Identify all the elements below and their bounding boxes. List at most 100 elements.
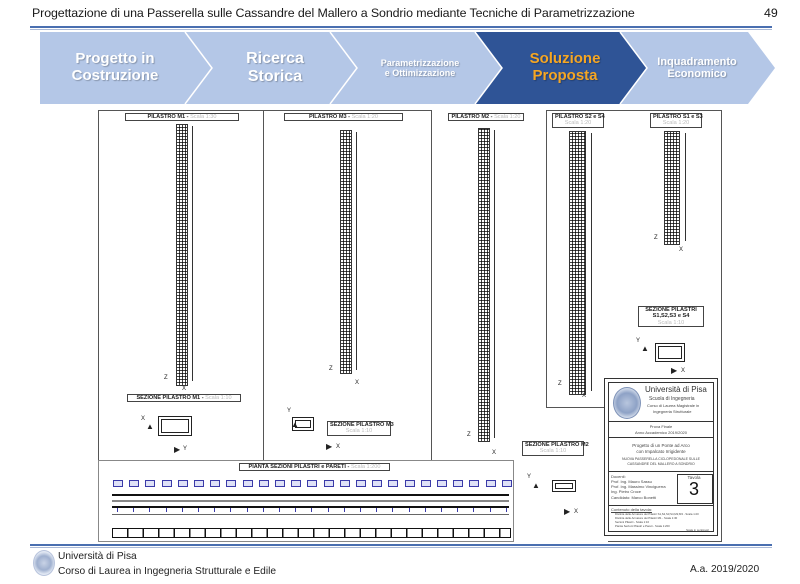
plan-column-tick — [489, 507, 491, 512]
column-s1-s3-elevation — [664, 131, 680, 245]
plan-column-tag — [372, 480, 383, 487]
plan-column-tag — [194, 480, 204, 487]
plan-column-tick — [311, 507, 313, 512]
plan-column-tick — [165, 507, 167, 512]
chevron-shapes — [40, 32, 775, 104]
step-4-shape — [475, 32, 647, 104]
axis-x: X — [492, 450, 497, 456]
dimension-line — [192, 126, 193, 381]
plan-column-tag — [453, 480, 464, 487]
plan-column-tick — [149, 507, 151, 512]
tavola-number: 3 — [688, 479, 699, 499]
university-seal-icon — [613, 387, 641, 419]
university-logo-icon — [33, 550, 55, 576]
plan-column-tag — [485, 480, 496, 487]
axis-y: Y — [636, 338, 641, 344]
plan-column-tick — [505, 507, 507, 512]
axis-z: Z — [329, 366, 333, 372]
section-m2 — [552, 480, 576, 492]
axis-z: Z — [164, 375, 168, 381]
triangle-icon: ▶ — [671, 366, 678, 375]
plan-column-tag — [388, 480, 399, 487]
plan-column-tick — [181, 507, 183, 512]
footer-rule — [30, 544, 772, 546]
plan-column-tick — [133, 507, 135, 512]
plan-column-tick — [230, 507, 232, 512]
plan-column-tag — [469, 480, 480, 487]
step-1-shape — [40, 32, 212, 104]
plan-column-tick — [117, 507, 118, 512]
plan-column-tag — [307, 480, 318, 487]
section-s — [655, 343, 685, 362]
axis-y: Y — [527, 474, 532, 480]
plan-column-tick — [198, 507, 199, 512]
label-pilastro-m3: PILASTRO M3 - Scala 1:20 — [284, 113, 403, 122]
plan-wall-strip — [112, 494, 509, 508]
axis-x: X — [574, 509, 579, 515]
plan-column-tick — [392, 507, 394, 512]
column-m2-elevation — [478, 128, 490, 442]
plan-column-tick — [343, 507, 345, 512]
plan-column-tag — [356, 480, 366, 487]
step-5-shape — [620, 32, 775, 104]
plan-column-tick — [279, 507, 280, 512]
plan-column-tag — [226, 480, 237, 487]
label-pianta: PIANTA SEZIONI PILASTRI e PARETI - Scala… — [239, 463, 390, 472]
plan-lower-strip — [112, 528, 511, 538]
label-pilastro-m2: PILASTRO M2 - Scala 1:20 — [448, 113, 524, 122]
plan-column-tick — [376, 507, 378, 512]
axis-x: X — [336, 444, 341, 450]
plan-column-tag — [177, 480, 188, 487]
plan-column-tag — [161, 480, 172, 487]
plan-column-tag — [291, 480, 302, 487]
plan-column-tag — [501, 480, 512, 487]
triangle-icon: ▲ — [532, 481, 540, 490]
triangle-icon: ▶ — [326, 442, 333, 451]
axis-z: Z — [654, 235, 658, 241]
axis-x: X — [141, 416, 146, 422]
plan-column-tag — [404, 480, 415, 487]
plan-column-tag — [437, 480, 447, 487]
plan-column-tag — [210, 480, 221, 487]
plan-column-tick — [473, 507, 475, 512]
column-m3-elevation — [340, 130, 352, 374]
axis-y: Y — [287, 408, 292, 414]
plan-column-tag — [258, 480, 269, 487]
axis-z: Z — [467, 432, 471, 438]
dimension-line — [685, 133, 686, 241]
dimension-line — [591, 133, 592, 391]
plan-column-tag — [129, 480, 140, 487]
header-rule — [30, 26, 772, 28]
label-sezione-m1: SEZIONE PILASTRO M1 - Scala 1:10 — [127, 394, 241, 403]
step-3-shape — [330, 32, 502, 104]
plan-column-tick — [424, 507, 426, 512]
plan-column-tick — [408, 507, 410, 512]
plan-column-tick — [457, 507, 459, 512]
label-pilastro-m1: PILASTRO M1 - Scala 1:30 — [125, 113, 239, 122]
footer-academic-year: A.a. 2019/2020 — [690, 564, 760, 575]
plan-column-tag — [113, 480, 123, 487]
header-rule-thin — [30, 29, 772, 30]
column-m1-elevation — [176, 124, 188, 386]
step-2-shape — [185, 32, 357, 104]
plan-column-tag — [275, 480, 285, 487]
plan-column-tag — [339, 480, 350, 487]
dimension-line — [356, 132, 357, 370]
plan-column-tick — [327, 507, 329, 512]
plan-column-tag — [242, 480, 253, 487]
plan-column-tick — [360, 507, 361, 512]
axis-x: X — [681, 368, 686, 374]
footer-rule-thin — [30, 547, 772, 548]
triangle-icon: ▲ — [641, 344, 649, 353]
plan-column-tag — [420, 480, 431, 487]
plan-column-tick — [246, 507, 248, 512]
axis-z: Z — [558, 381, 562, 387]
